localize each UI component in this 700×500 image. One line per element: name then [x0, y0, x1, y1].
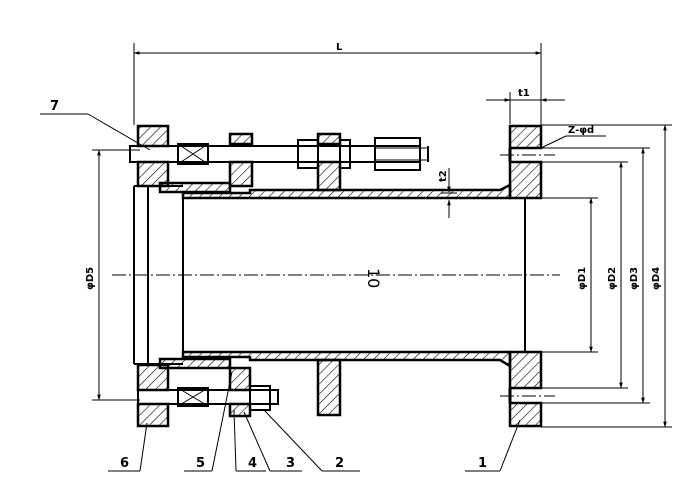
top-tie-rod: [129, 137, 429, 171]
seal-top: [228, 132, 254, 188]
dim-t2-label: t2: [438, 170, 449, 182]
left-flange-top: [136, 124, 232, 194]
callout-2-label: 2: [335, 456, 344, 471]
dim-D2-label: φD2: [607, 267, 618, 290]
callout-4-label: 4: [248, 456, 257, 471]
dim-t1-label: t1: [518, 88, 530, 99]
dimension-D2: φD2: [541, 161, 628, 389]
middle-rib-bottom: [316, 358, 342, 417]
dim-D5-label: φD5: [85, 267, 96, 290]
dim-bolt-holes-label: Z-φd: [568, 125, 594, 136]
callout-6: 6: [108, 422, 148, 472]
dimension-L: L: [133, 42, 542, 125]
callout-3-label: 3: [286, 456, 295, 471]
pipe-body: 10: [181, 182, 526, 369]
dimension-D4: φD4: [541, 124, 672, 428]
bottom-tie-rod: [137, 385, 279, 411]
left-flange-bottom: [136, 357, 232, 428]
callout-5: 5: [184, 371, 233, 472]
callout-7: 7: [40, 99, 151, 151]
dimension-t1: t1: [486, 88, 565, 124]
dim-D1-label: φD1: [577, 267, 588, 290]
dimension-D3: φD3: [541, 147, 650, 404]
callout-2: 2: [263, 409, 360, 472]
dim-D3-label: φD3: [629, 267, 640, 290]
callout-4: 4: [233, 409, 266, 472]
right-flange: [500, 124, 555, 428]
dimension-D1: φD1: [541, 197, 598, 353]
dim-D4-label: φD4: [651, 267, 662, 290]
callout-1: 1: [465, 419, 521, 472]
seal-bottom: [228, 366, 252, 418]
dimension-D5: φD5: [85, 149, 140, 401]
dim-L-label: L: [336, 42, 343, 53]
callout-5-label: 5: [196, 456, 205, 471]
callout-6-label: 6: [120, 456, 129, 471]
callout-7-label: 7: [50, 99, 59, 114]
callout-3: 3: [243, 411, 302, 472]
dimension-bolt-holes: Z-φd: [540, 125, 606, 149]
callout-1-label: 1: [478, 456, 487, 471]
pipe-label: 10: [364, 268, 383, 288]
